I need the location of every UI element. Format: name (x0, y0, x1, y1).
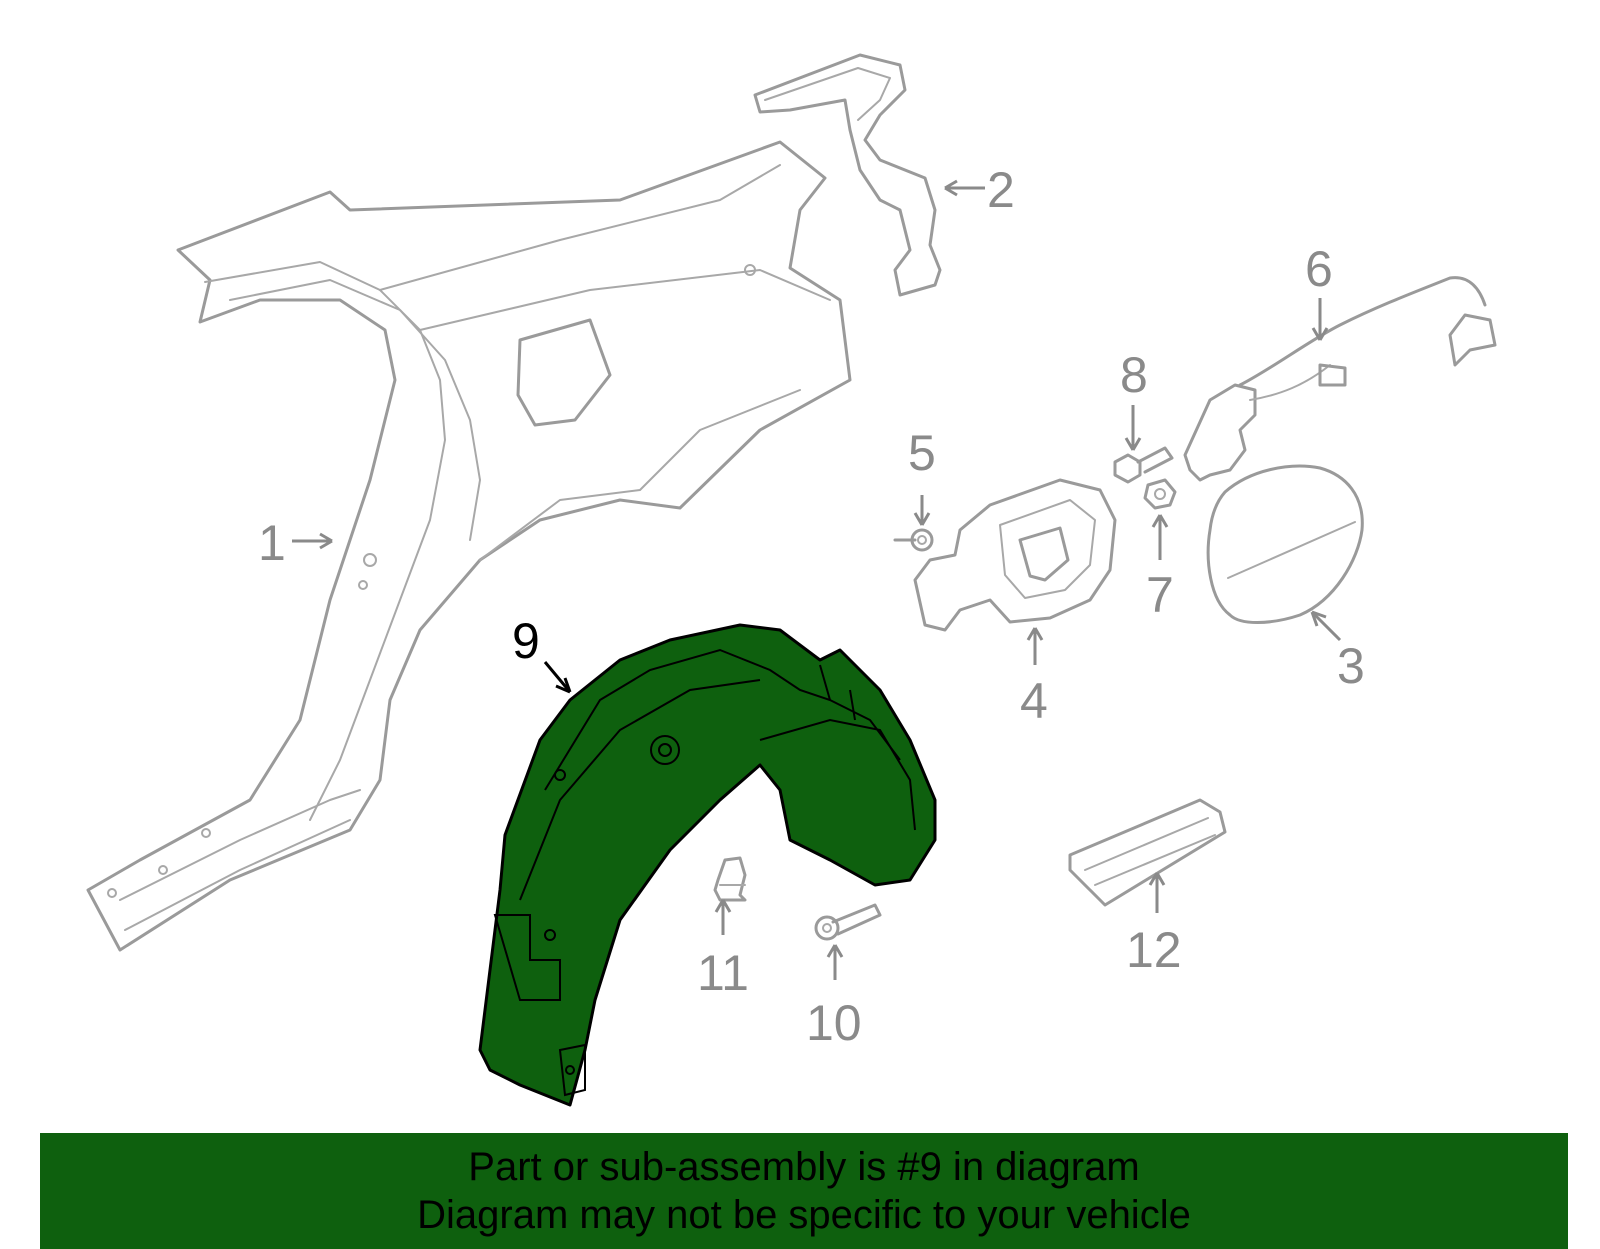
part-9-wheelhouse-liner (478, 623, 937, 1107)
part-5-screw (893, 528, 934, 552)
callout-9: 9 (512, 613, 540, 669)
part-10-screw (814, 903, 882, 941)
callout-labels: 1 2 3 4 5 6 7 8 9 10 11 12 (258, 162, 1365, 1051)
callout-6: 6 (1305, 241, 1333, 297)
part-1-quarter-panel (86, 140, 852, 952)
part-3-fuel-door (1206, 464, 1364, 624)
callout-7: 7 (1146, 567, 1174, 623)
info-banner: Part or sub-assembly is #9 in diagram Di… (40, 1133, 1568, 1249)
banner-line-disclaimer: Diagram may not be specific to your vehi… (417, 1193, 1191, 1237)
callout-8: 8 (1120, 347, 1148, 403)
part-7-nut (1143, 478, 1177, 510)
part-11-clip (713, 856, 747, 902)
callout-12: 12 (1126, 922, 1182, 978)
part-2-bracket (753, 53, 942, 297)
banner-line-part: Part or sub-assembly is #9 in diagram (468, 1145, 1140, 1189)
part-4-fuel-housing (913, 478, 1117, 632)
part-12-trim (1068, 798, 1227, 907)
callout-11: 11 (697, 945, 749, 1001)
part-6-cable (1183, 276, 1497, 482)
callout-10: 10 (806, 995, 862, 1051)
callout-2: 2 (987, 162, 1015, 218)
callout-1: 1 (258, 515, 286, 571)
callout-5: 5 (908, 425, 936, 481)
leader-lines (292, 179, 1342, 980)
part-8-bolt (1113, 446, 1174, 484)
callout-3: 3 (1337, 638, 1365, 694)
callout-4: 4 (1020, 673, 1048, 729)
